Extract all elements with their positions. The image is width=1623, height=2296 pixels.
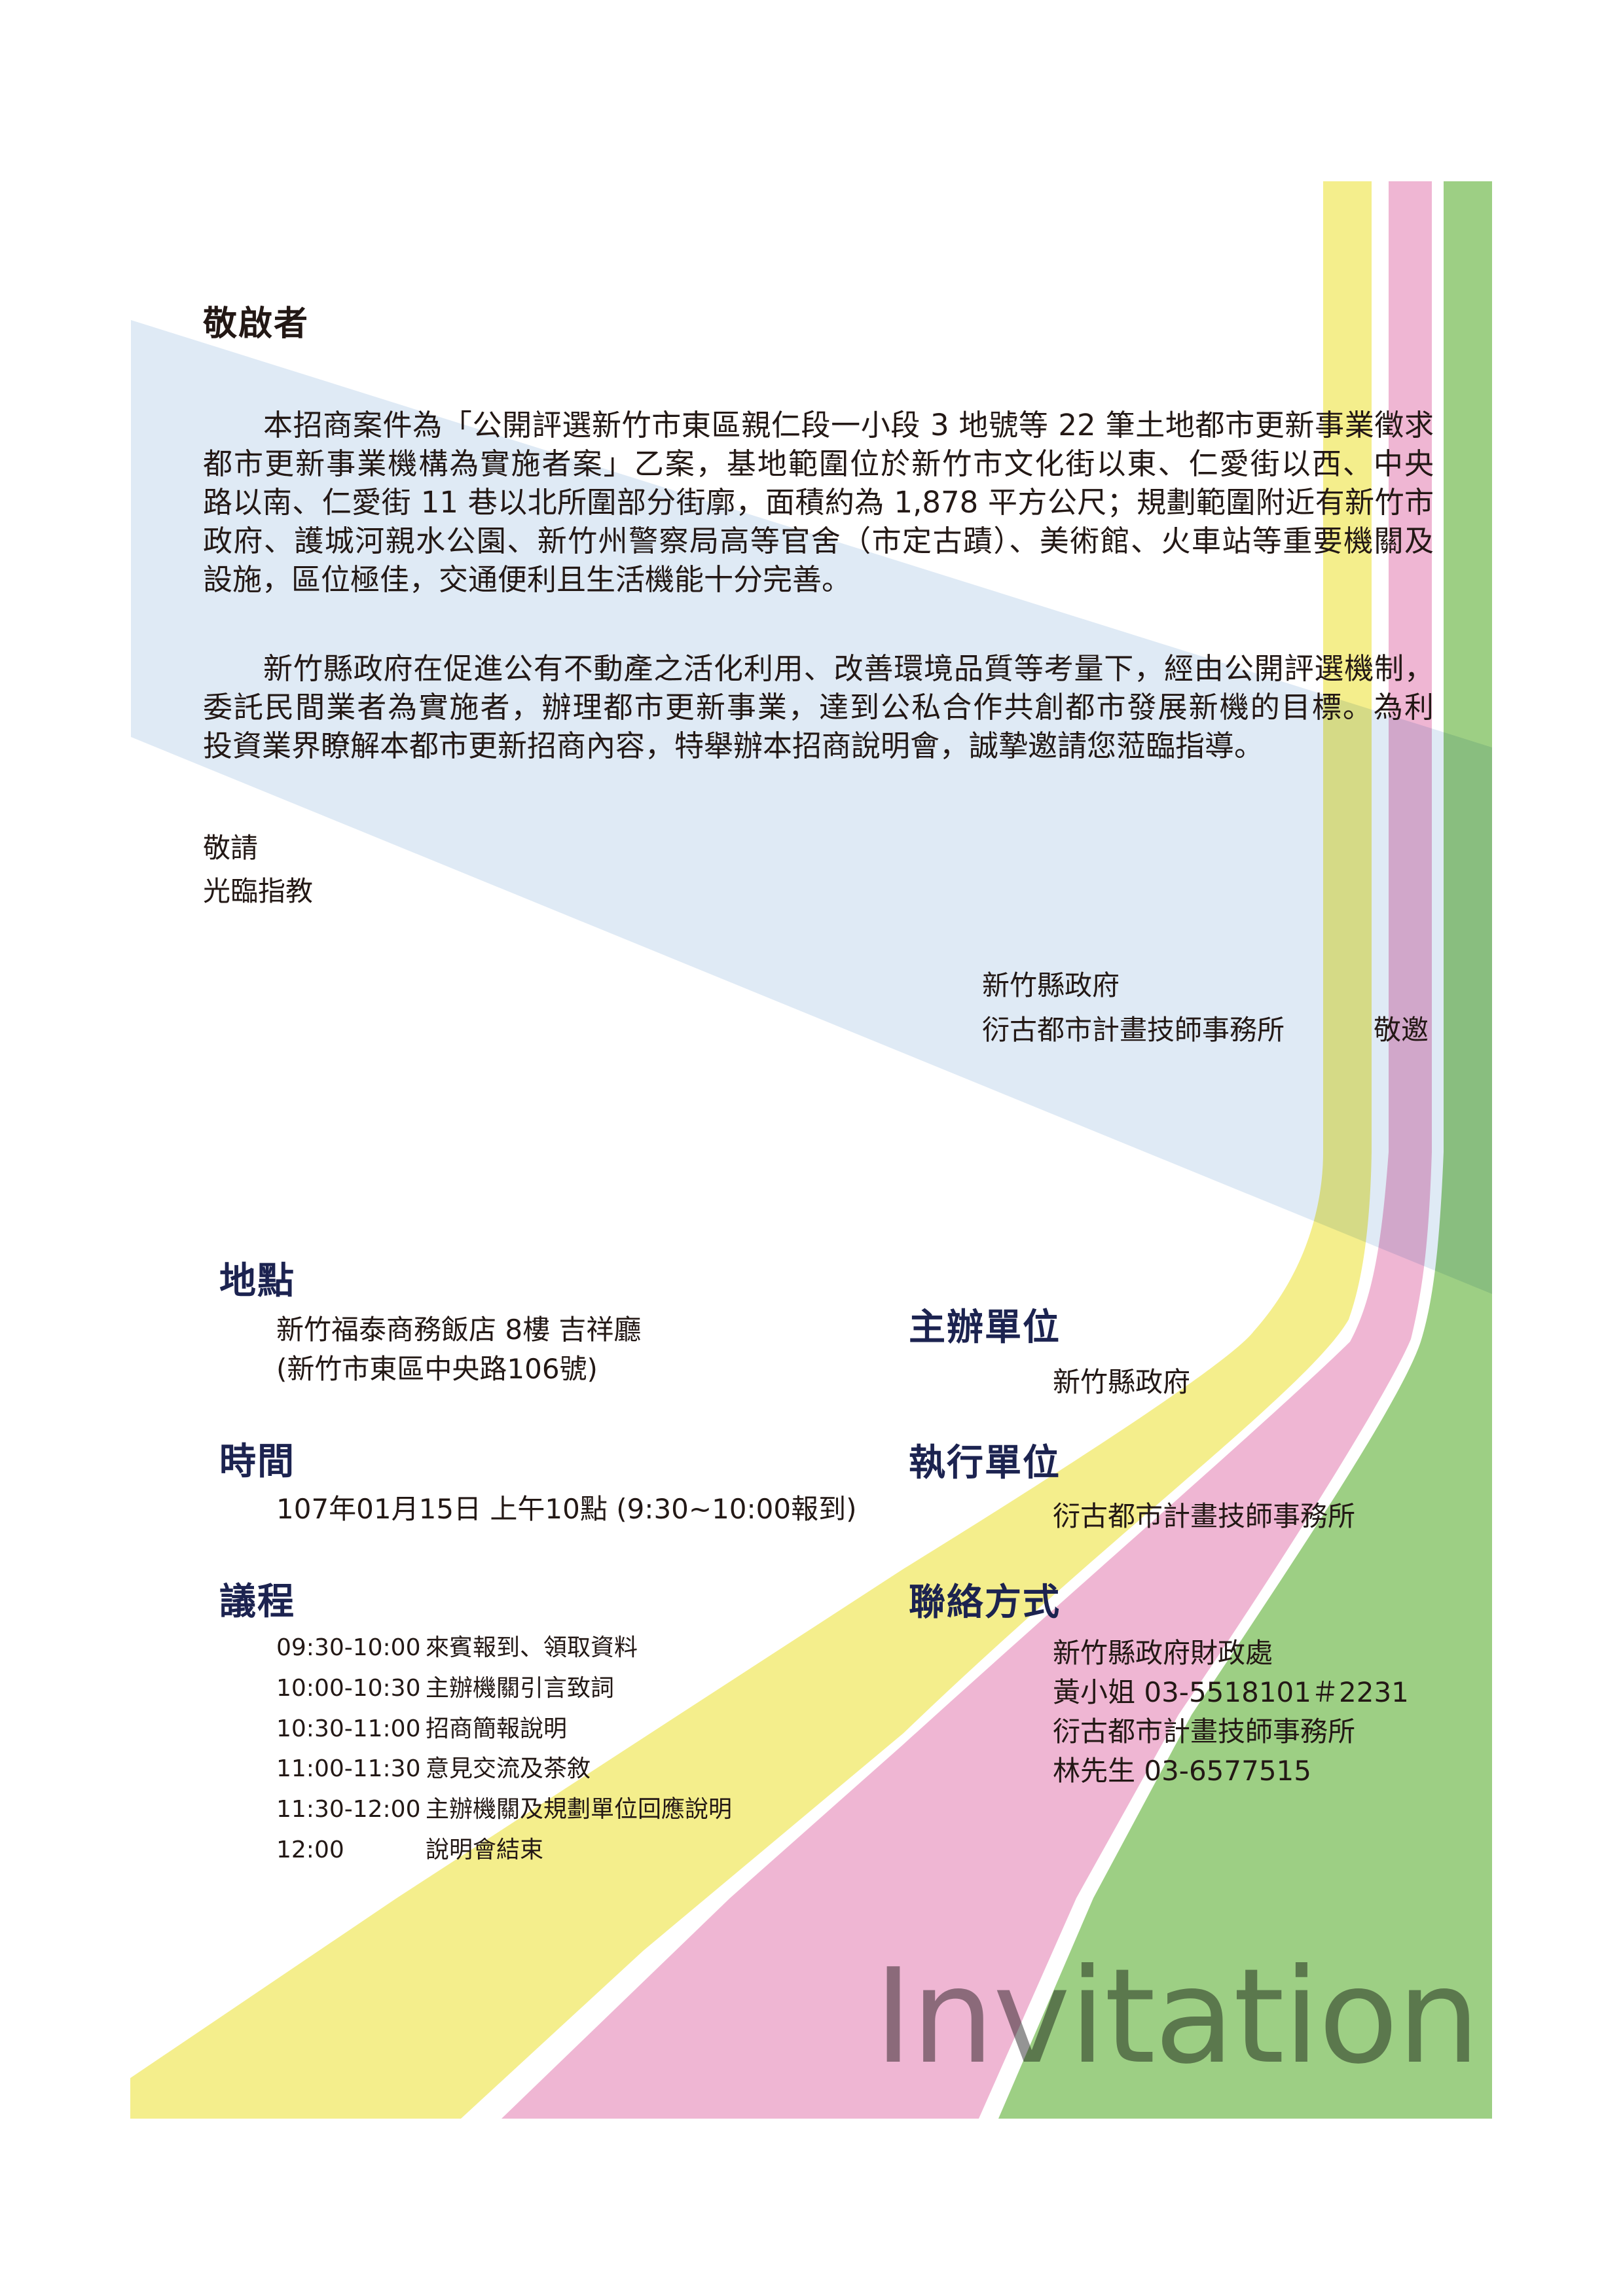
invite-word: 敬邀 [1374,1014,1429,1046]
agenda-desc: 來賓報到、領取資料 [426,1634,638,1661]
signatory-firm: 衍古都市計畫技師事務所 [982,1014,1285,1046]
time-heading: 時間 [219,1441,295,1483]
signatory-county: 新竹縣政府 [982,969,1120,1001]
intro-paragraph: 本招商案件為「公開評選新竹市東區親仁段一小段 3 地號等 22 筆土地都市更新事… [203,406,1434,599]
executor-value: 衍古都市計畫技師事務所 [1053,1500,1356,1532]
time-value: 107年01月15日 上午10點 (9:30~10:00報到) [276,1493,857,1525]
pink-ribbon [501,181,1432,2119]
closing-line-2: 光臨指教 [203,875,314,907]
agenda-heading: 議程 [219,1581,295,1623]
location-address: (新竹市東區中央路106號) [276,1353,598,1385]
agenda-time: 12:00 [276,1837,344,1863]
purpose-line: 新竹縣政府在促進公有不動產之活化利用、改善環境品質等考量下，經由公開評選機制， [263,651,1434,686]
invitation-title: Invitation [874,1941,1480,2093]
closing-line-1: 敬請 [203,832,259,864]
contact-phone-1: 黃小姐 03-5518101＃2231 [1053,1676,1409,1708]
intro-line: 政府、護城河親水公園、新竹州警察局高等官舍（市定古蹟）、美術館、火車站等重要機關… [203,524,1434,558]
agenda-desc: 主辦機關引言致詞 [426,1675,615,1702]
agenda-desc: 說明會結束 [426,1837,544,1863]
agenda-desc: 招商簡報說明 [426,1715,568,1742]
agenda-time: 11:00-11:30 [276,1755,421,1782]
purpose-line: 投資業界瞭解本都市更新招商內容，特舉辦本招商說明會，誠摯邀請您蒞臨指導。 [203,728,1264,763]
agenda-desc: 主辦機關及規劃單位回應說明 [426,1796,733,1823]
intro-line: 路以南、仁愛街 11 巷以北所圍部分街廓，面積約為 1,878 平方公尺；規劃範… [203,485,1434,520]
intro-line: 都市更新事業機構為實施者案」乙案，基地範圍位於新竹市文化街以東、仁愛街以西、中央 [203,446,1434,481]
purpose-paragraph: 新竹縣政府在促進公有不動產之活化利用、改善環境品質等考量下，經由公開評選機制， … [203,649,1434,765]
yellow-ribbon [130,181,1372,2119]
organizer-heading: 主辦單位 [909,1306,1061,1349]
agenda-item: 12:00 說明會結束 [276,1831,543,1865]
agenda-time: 10:00-10:30 [276,1675,421,1702]
agenda-time: 11:30-12:00 [276,1796,421,1823]
contact-phone-2: 林先生 03-6577515 [1053,1755,1312,1787]
intro-line: 設施，區位極佳，交通便利且生活機能十分完善。 [203,562,852,597]
contact-heading: 聯絡方式 [909,1581,1061,1624]
location-heading: 地點 [219,1260,295,1302]
agenda-desc: 意見交流及茶敘 [426,1755,591,1782]
agenda-time: 10:30-11:00 [276,1715,421,1742]
purpose-line: 委託民間業者為實施者，辦理都市更新事業，達到公私合作共創都市發展新機的目標。為利 [203,690,1434,725]
executor-heading: 執行單位 [909,1442,1061,1484]
contact-dept: 新竹縣政府財政處 [1053,1637,1273,1669]
salutation: 敬啟者 [203,304,310,344]
location-venue: 新竹福泰商務飯店 8樓 吉祥廳 [276,1314,642,1346]
green-ribbon [998,181,1492,2119]
agenda-time: 09:30-10:00 [276,1634,421,1661]
blue-wedge [131,320,1492,1294]
contact-firm: 衍古都市計畫技師事務所 [1053,1715,1356,1748]
organizer-value: 新竹縣政府 [1053,1366,1191,1398]
intro-line: 本招商案件為「公開評選新竹市東區親仁段一小段 3 地號等 22 筆土地都市更新事… [263,408,1434,442]
